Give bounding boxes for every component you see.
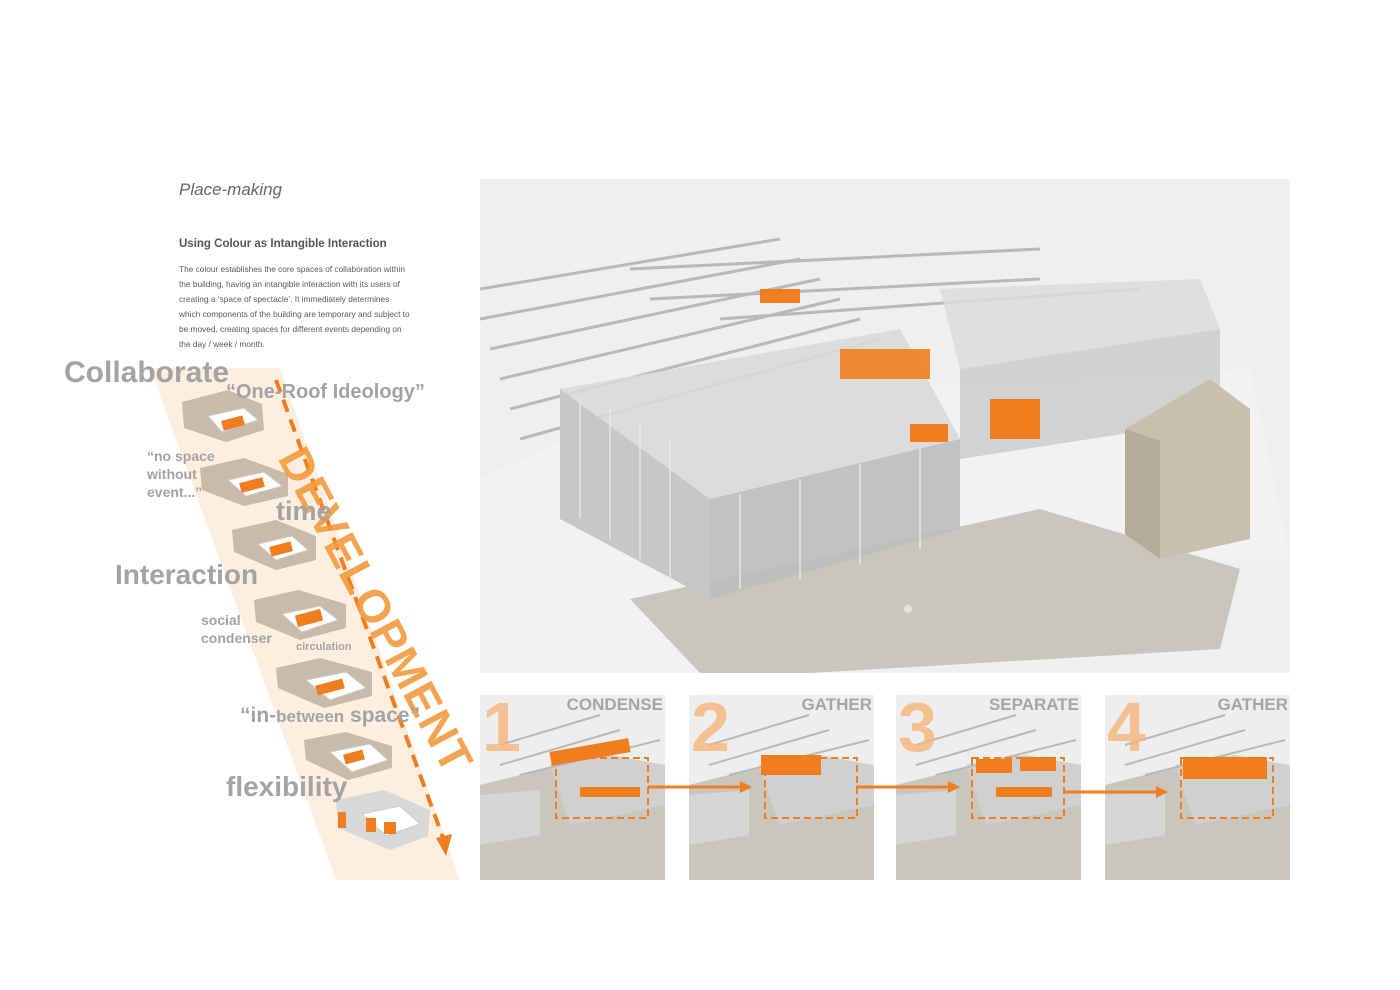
- no-space-label: “no space without event...”: [147, 448, 215, 500]
- step-2-number: 2: [691, 695, 730, 766]
- social-condenser-label: social condenser: [201, 612, 272, 646]
- step-3-number: 3: [898, 695, 937, 766]
- step-1-number: 1: [482, 695, 521, 766]
- step-4-label: GATHER: [1217, 695, 1288, 714]
- one-roof-label: “One-Roof Ideology”: [226, 381, 425, 403]
- interaction-label: Interaction: [115, 559, 259, 590]
- step-4-photo: 4 GATHER: [1105, 695, 1290, 880]
- collaborate-label: Collaborate: [64, 356, 230, 389]
- flexibility-label: flexibility: [226, 771, 348, 802]
- page-title: Place-making: [179, 180, 282, 199]
- circulation-label: circulation: [296, 641, 352, 653]
- time-label: time: [276, 496, 332, 526]
- step-2-label: GATHER: [801, 695, 872, 714]
- step-2-photo: 2 GATHER: [689, 695, 874, 880]
- step-4-number: 4: [1107, 695, 1146, 766]
- step-1-photo: 1 CONDENSE: [480, 695, 665, 880]
- body-paragraph: The colour establishes the core spaces o…: [179, 264, 410, 349]
- step-1-label: CONDENSE: [566, 695, 663, 714]
- section-heading: Using Colour as Intangible Interaction: [179, 238, 387, 250]
- step-3-label: SEPARATE: [988, 695, 1079, 714]
- hero-model-photo: [480, 179, 1290, 673]
- in-between-label: “in-between space”: [240, 704, 421, 727]
